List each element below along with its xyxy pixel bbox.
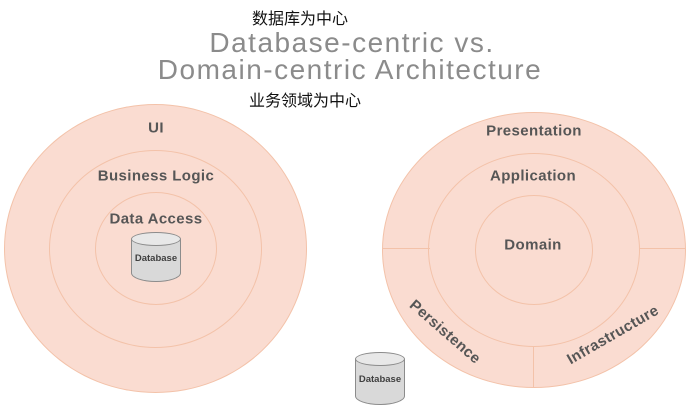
segment-divider-right: [639, 248, 685, 249]
database-label: Database: [358, 374, 402, 386]
right-middle-ring: [428, 153, 640, 347]
layer-label-application: Application: [489, 167, 577, 185]
main-title-line2: Domain-centric Architecture: [157, 54, 543, 85]
layer-label-business-logic: Business Logic: [97, 167, 215, 185]
cylinder-top: [355, 352, 405, 366]
layer-label-presentation: Presentation: [486, 122, 582, 140]
inner-database-cylinder-icon: Database: [131, 232, 181, 282]
right-inner-ring: [475, 195, 593, 305]
main-title-line1: Database-centric vs.: [209, 27, 495, 58]
bottom-caption-domain-centric: 业务领域为中心: [248, 93, 362, 110]
segment-divider-left: [383, 248, 430, 249]
segment-divider-bottom: [533, 347, 534, 388]
top-caption-database-centric: 数据库为中心: [251, 11, 349, 28]
cylinder-top: [131, 232, 181, 246]
external-database-cylinder-icon: Database: [355, 352, 405, 405]
layer-label-data-access: Data Access: [109, 210, 203, 228]
layer-label-domain: Domain: [504, 236, 562, 254]
cylinder-body: [131, 239, 181, 282]
database-label: Database: [134, 253, 178, 264]
layer-label-ui: UI: [148, 119, 164, 137]
cylinder-body: [355, 359, 405, 405]
